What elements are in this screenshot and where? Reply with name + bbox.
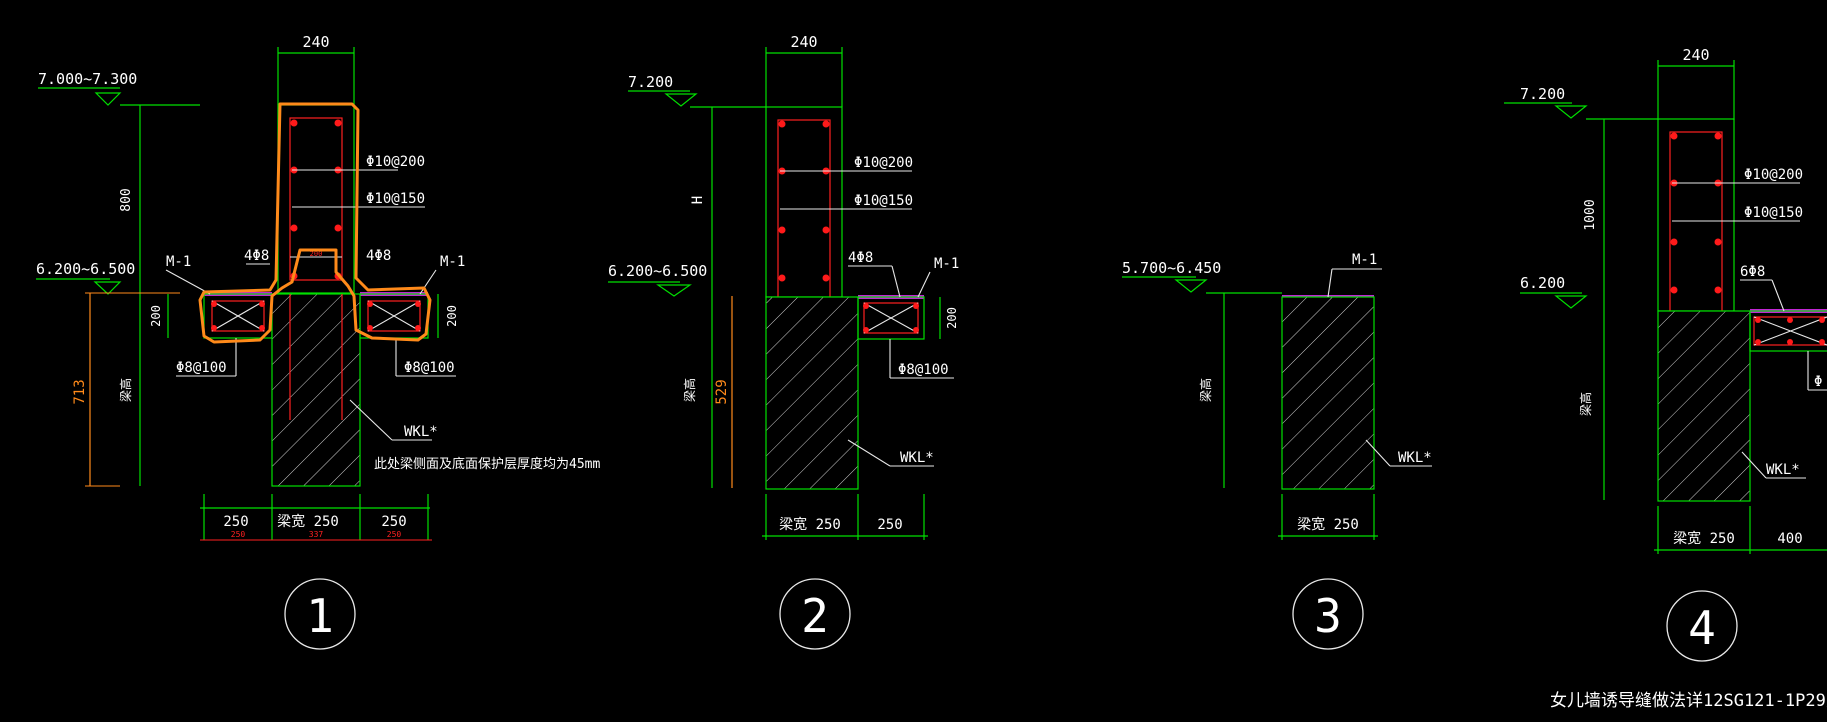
detail-1-left-dimension: 713 bbox=[72, 379, 88, 404]
detail-4-top-elevation: 7.200 bbox=[1520, 85, 1565, 103]
detail-4-stirrup: Φ bbox=[1814, 374, 1822, 390]
detail-3-bottom-mid: 梁宽 250 bbox=[1297, 516, 1359, 533]
detail-4-bottom-mid: 梁宽 250 bbox=[1673, 530, 1735, 547]
detail-2-number: 2 bbox=[801, 589, 829, 643]
detail-2-bars: 4Φ8 bbox=[848, 250, 873, 266]
detail-1-number: 1 bbox=[306, 589, 334, 643]
detail-4-bottom-right: 400 bbox=[1777, 531, 1802, 547]
detail-1-bottom-left: 250 bbox=[223, 514, 248, 530]
detail-1-note: 此处梁侧面及底面保护层厚度均为45mm bbox=[374, 456, 600, 472]
footer-note: 女儿墙诱导缝做法详12SG121-1P29页,缝间距≤12 bbox=[1550, 691, 1827, 711]
detail-3-elevation: 5.700~6.450 bbox=[1122, 259, 1221, 277]
detail-4-number-circle bbox=[1666, 590, 1738, 662]
detail-2-bottom-right: 250 bbox=[877, 517, 902, 533]
detail-4: 240 7.200 6.200 1000 梁高 Φ10@200 Φ10@150 bbox=[1504, 46, 1827, 662]
detail-1-ledge-height-left: 200 bbox=[149, 305, 163, 327]
detail-4-number: 4 bbox=[1688, 601, 1716, 655]
detail-1-beam-tag: WKL* bbox=[404, 424, 438, 440]
detail-1-bottom-right: 250 bbox=[381, 514, 406, 530]
detail-4-bars: 6Φ8 bbox=[1740, 264, 1765, 280]
detail-1-right-bars: 4Φ8 bbox=[366, 248, 391, 264]
detail-1-rebar-1: Φ10@200 bbox=[366, 154, 425, 170]
detail-1-ledge-height-right: 200 bbox=[445, 305, 459, 327]
detail-1-top-elevation: 7.000~7.300 bbox=[38, 70, 137, 88]
detail-2-rebar-2: Φ10@150 bbox=[854, 193, 913, 209]
detail-1-mid-elevation: 6.200~6.500 bbox=[36, 260, 135, 278]
detail-1-bottom-mid: 梁宽 250 bbox=[277, 513, 339, 530]
detail-4-rebar-1: Φ10@200 bbox=[1744, 167, 1803, 183]
detail-1-left-bars: 4Φ8 bbox=[244, 248, 269, 264]
detail-2-stirrup: Φ8@100 bbox=[898, 362, 949, 378]
detail-1-small-mid: 200 bbox=[310, 250, 323, 258]
detail-2-top-width: 240 bbox=[790, 33, 817, 51]
detail-3-number-circle bbox=[1292, 578, 1364, 650]
detail-3: 5.700~6.450 梁高 M-1 WKL* 梁宽 250 3 bbox=[1122, 252, 1432, 650]
detail-2-mid-elevation: 6.200~6.500 bbox=[608, 262, 707, 280]
detail-2-number-circle bbox=[779, 578, 851, 650]
detail-4-beam-tag: WKL* bbox=[1766, 462, 1800, 478]
detail-1-highlight-outline bbox=[198, 102, 432, 344]
detail-2-height: H bbox=[690, 196, 706, 204]
detail-4-beam-depth: 梁高 bbox=[1578, 392, 1593, 416]
detail-1-beam-depth: 梁高 bbox=[118, 378, 133, 402]
detail-1: 240 7.000~7.300 6.200~6.500 800 梁高 713 Φ… bbox=[36, 33, 600, 650]
detail-1-sub-left: 250 bbox=[231, 530, 246, 539]
detail-2-ledge-height: 200 bbox=[945, 307, 959, 329]
detail-2-left-dimension: 529 bbox=[714, 379, 730, 404]
detail-1-right-membrane: M-1 bbox=[440, 254, 465, 270]
detail-4-rebar-2: Φ10@150 bbox=[1744, 205, 1803, 221]
detail-1-stirrup-right: Φ8@100 bbox=[404, 360, 455, 376]
detail-2-top-elevation: 7.200 bbox=[628, 73, 673, 91]
detail-3-number: 3 bbox=[1314, 589, 1342, 643]
detail-1-sub-mid: 337 bbox=[309, 530, 324, 539]
detail-4-height: 1000 bbox=[1583, 199, 1598, 230]
detail-2-membrane: M-1 bbox=[934, 256, 959, 272]
detail-3-beam-depth: 梁高 bbox=[1198, 378, 1213, 402]
detail-1-left-membrane: M-1 bbox=[166, 254, 191, 270]
detail-4-mid-elevation: 6.200 bbox=[1520, 274, 1565, 292]
detail-2: 240 7.200 6.200~6.500 H 梁高 529 Φ10@200 Φ… bbox=[608, 33, 959, 650]
detail-1-height: 800 bbox=[119, 188, 134, 211]
detail-2-beam-depth: 梁高 bbox=[682, 378, 697, 402]
detail-2-rebar-1: Φ10@200 bbox=[854, 155, 913, 171]
detail-3-membrane: M-1 bbox=[1352, 252, 1377, 268]
detail-4-top-width: 240 bbox=[1682, 46, 1709, 64]
detail-1-top-width: 240 bbox=[302, 33, 329, 51]
detail-1-number-circle bbox=[284, 578, 356, 650]
detail-2-bottom-mid: 梁宽 250 bbox=[779, 516, 841, 533]
detail-1-sub-right: 250 bbox=[387, 530, 402, 539]
detail-1-rebar-2: Φ10@150 bbox=[366, 191, 425, 207]
detail-1-stirrup-left: Φ8@100 bbox=[176, 360, 227, 376]
detail-2-beam-tag: WKL* bbox=[900, 450, 934, 466]
detail-3-beam-tag: WKL* bbox=[1398, 450, 1432, 466]
